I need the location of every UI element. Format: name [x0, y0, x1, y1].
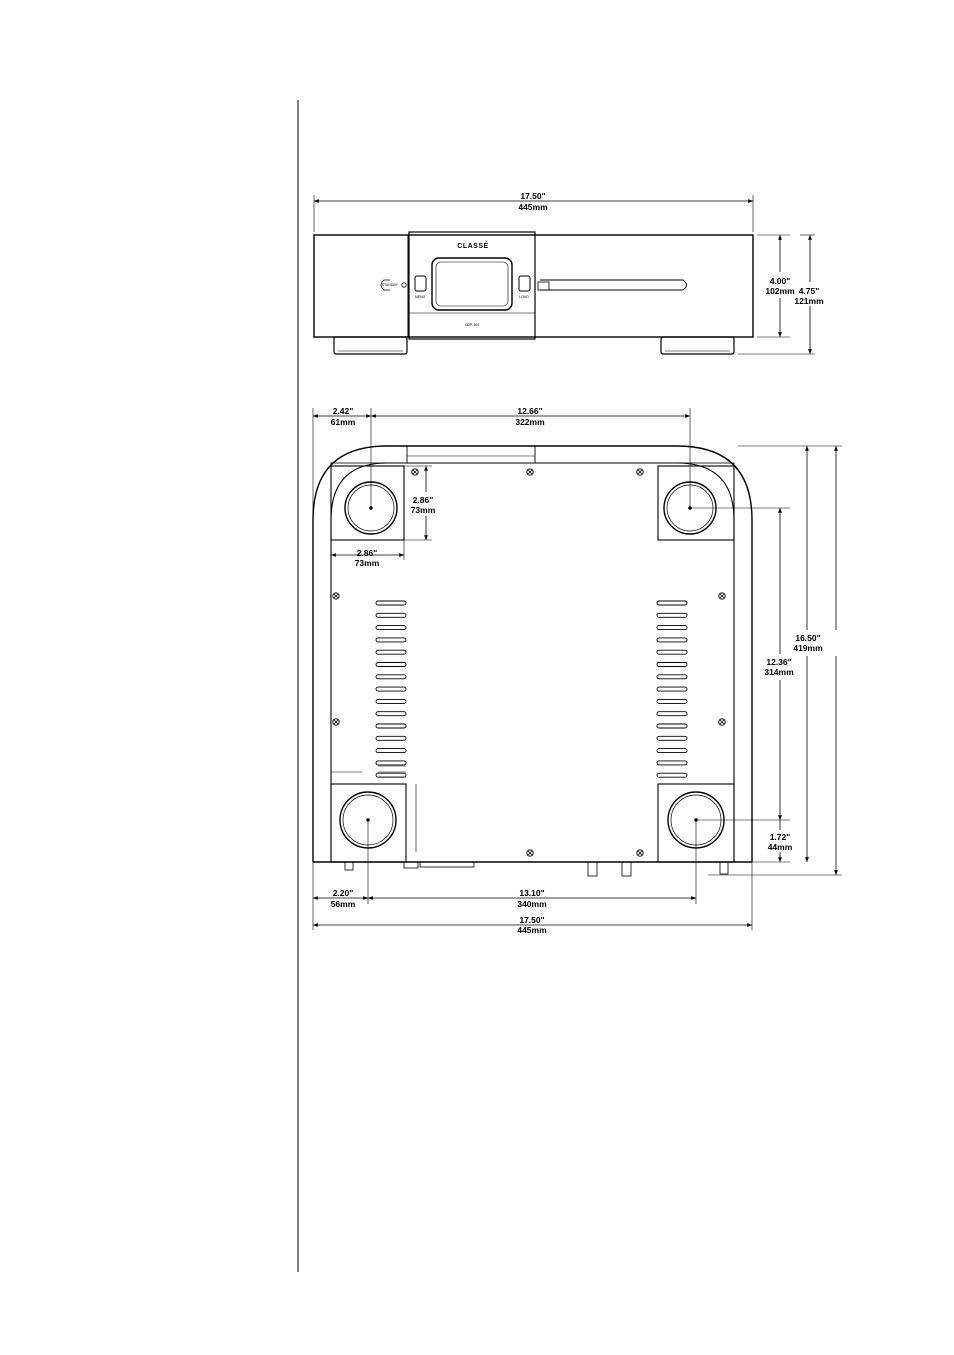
- disc-slot: [540, 280, 687, 290]
- foot-size-h-in: 2.86": [413, 495, 434, 505]
- vent-slot: [657, 687, 687, 691]
- bottom-width-mm: 445mm: [517, 925, 547, 935]
- foot-spacing-top-in: 12.66": [517, 406, 542, 416]
- total-height-in: 4.75": [799, 286, 820, 296]
- vent-slots-right: [657, 601, 687, 777]
- vent-slot: [376, 626, 406, 630]
- screw-cross: [528, 851, 532, 855]
- vent-slot: [376, 712, 406, 716]
- vent-slot: [657, 773, 687, 777]
- vent-slot: [376, 675, 406, 679]
- vent-slot: [376, 638, 406, 642]
- screw-cross: [334, 720, 338, 724]
- front-display: [432, 258, 512, 310]
- vent-slot: [657, 675, 687, 679]
- body-height-mm: 102mm: [765, 286, 795, 296]
- body-height-in: 4.00": [770, 276, 791, 286]
- front-view: [314, 195, 815, 354]
- foot-spacing-bottom-in: 13.10": [519, 888, 544, 898]
- foot-spacing-top-mm: 322mm: [515, 417, 545, 427]
- standby-label: STANDBY: [382, 283, 399, 287]
- rear-foot-offset-in: 1.72": [770, 832, 791, 842]
- vent-slots-left: [376, 601, 406, 777]
- total-height-mm: 121mm: [794, 296, 824, 306]
- vent-slot: [657, 650, 687, 654]
- vent-slot: [657, 626, 687, 630]
- screw-cross: [413, 470, 417, 474]
- model-label: CDP-300: [465, 323, 479, 327]
- vent-slot: [376, 773, 406, 777]
- screw-cross: [638, 470, 642, 474]
- standby-led[interactable]: [402, 283, 406, 287]
- vent-slot: [376, 601, 406, 605]
- screw-cross: [638, 851, 642, 855]
- vent-slot: [376, 761, 406, 765]
- foot-spacing-depth-mm: 314mm: [764, 667, 794, 677]
- foot-spacing-bottom-mm: 340mm: [517, 899, 547, 909]
- vent-slot: [657, 638, 687, 642]
- vent-slot: [657, 712, 687, 716]
- vent-slot: [376, 687, 406, 691]
- brand-logo: CLASSÉ: [457, 241, 488, 250]
- vent-slot: [376, 724, 406, 728]
- vent-slot: [376, 736, 406, 740]
- foot-size-h-mm: 73mm: [411, 505, 436, 515]
- front-left-foot: [334, 337, 407, 354]
- foot-offset-in: 2.42": [333, 406, 354, 416]
- screw-cross: [528, 470, 532, 474]
- front-chassis: [314, 235, 753, 337]
- vent-slot: [657, 761, 687, 765]
- vent-slot: [657, 736, 687, 740]
- rear-foot-offset-mm: 44mm: [768, 842, 793, 852]
- bottom-view: [313, 408, 842, 930]
- screw-cross: [720, 594, 724, 598]
- foot-spacing-depth-in: 12.36": [766, 657, 791, 667]
- vent-slot: [657, 601, 687, 605]
- screw-cross: [720, 720, 724, 724]
- vent-slot: [376, 613, 406, 617]
- depth-total-in: 16.50": [795, 633, 820, 643]
- screw-cross: [334, 594, 338, 598]
- foot-size-w-mm: 73mm: [355, 558, 380, 568]
- bottom-width-in: 17.50": [519, 915, 544, 925]
- vent-slot: [657, 749, 687, 753]
- front-right-foot: [661, 337, 734, 354]
- vent-slot: [657, 699, 687, 703]
- menu-label: MENU: [415, 295, 426, 299]
- vent-slot: [376, 699, 406, 703]
- foot-offset-mm: 61mm: [331, 417, 356, 427]
- front-width-in: 17.50": [520, 191, 545, 201]
- vent-slot: [657, 613, 687, 617]
- vent-slot: [657, 663, 687, 667]
- foot-size-w-in: 2.86": [357, 548, 378, 558]
- vent-slot: [376, 663, 406, 667]
- load-label: LOAD: [519, 295, 529, 299]
- vent-slot: [376, 749, 406, 753]
- depth-total-mm: 419mm: [793, 643, 823, 653]
- front-width-mm: 445mm: [518, 202, 548, 212]
- vent-slot: [376, 650, 406, 654]
- load-button[interactable]: [519, 276, 530, 291]
- left-rear-offset-mm: 56mm: [331, 899, 356, 909]
- vent-slot: [657, 724, 687, 728]
- menu-button[interactable]: [415, 276, 426, 291]
- left-rear-offset-in: 2.20": [333, 888, 354, 898]
